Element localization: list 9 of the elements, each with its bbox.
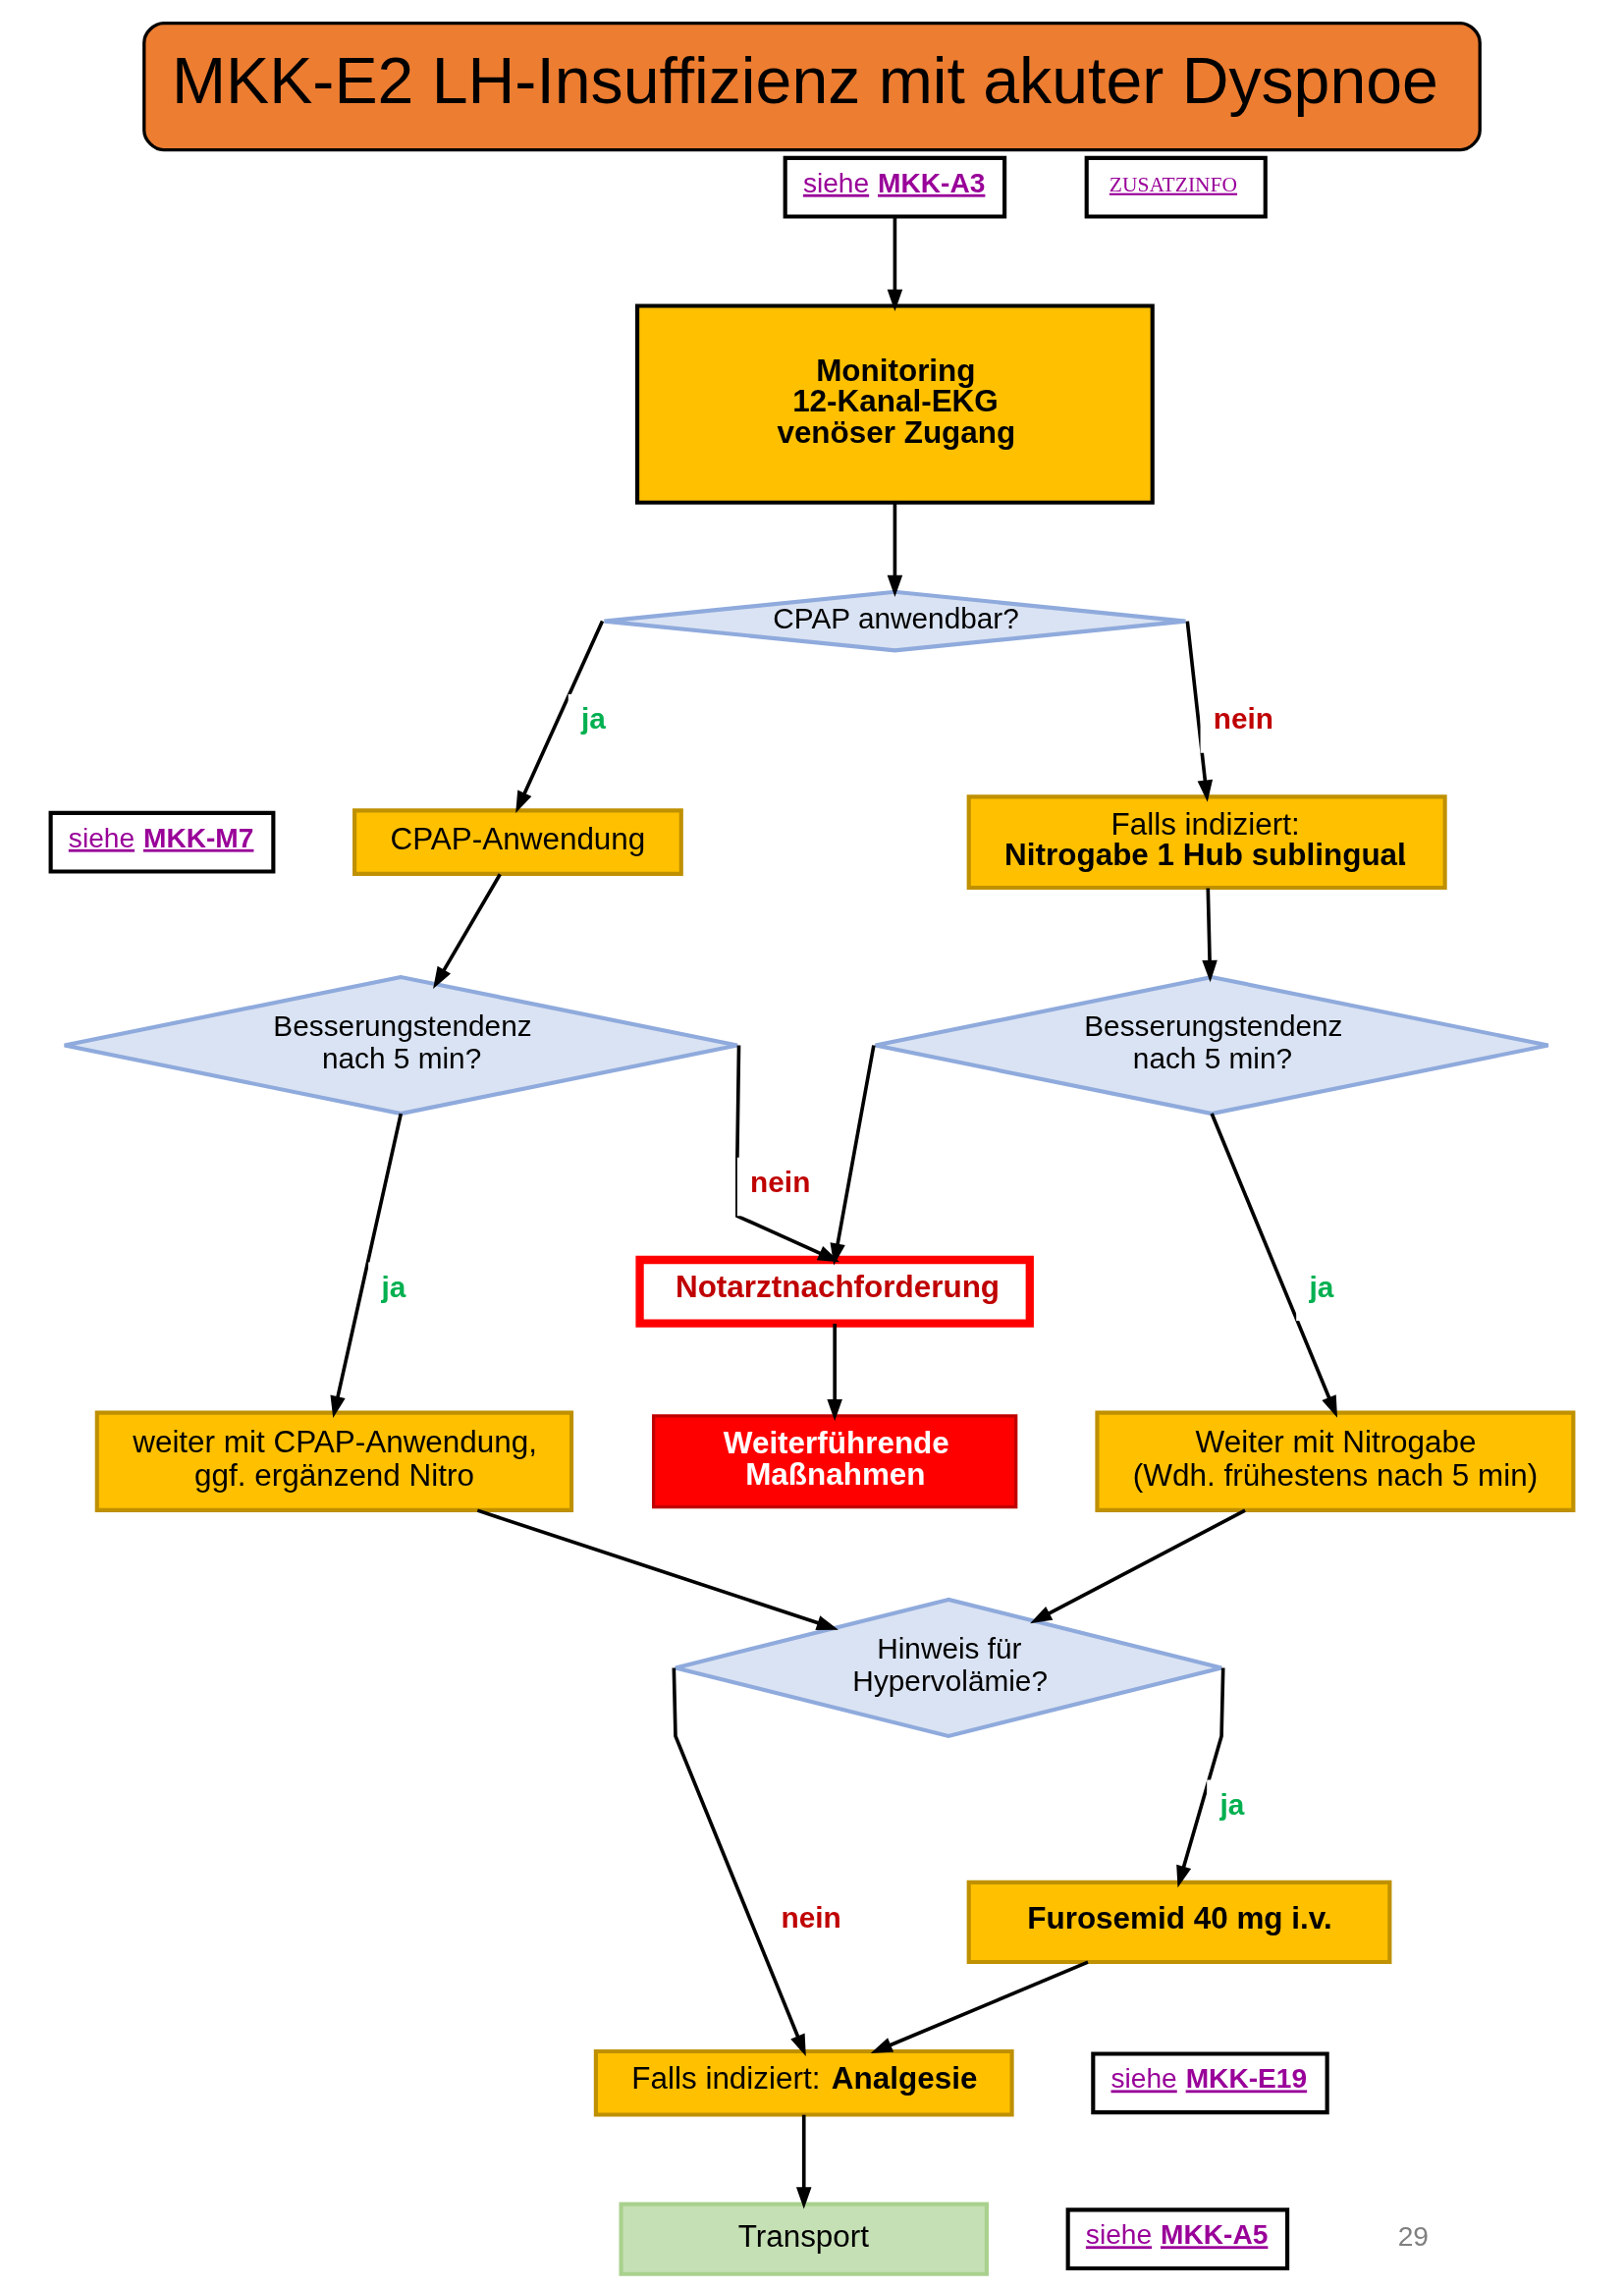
- edge-label: ja: [381, 1270, 406, 1303]
- edge-label: ja: [1219, 1788, 1245, 1822]
- edge-label: ja: [1309, 1270, 1334, 1303]
- label: 29: [1397, 2220, 1430, 2252]
- edge-label: nein: [781, 1901, 841, 1935]
- edge-label: nein: [750, 1166, 811, 1199]
- diagram-title: MKK-E2 LH-Insuffizienz mit akuter Dyspnoe: [171, 43, 1438, 117]
- edge-label: ja: [580, 702, 606, 736]
- edge-label: nein: [1213, 702, 1274, 736]
